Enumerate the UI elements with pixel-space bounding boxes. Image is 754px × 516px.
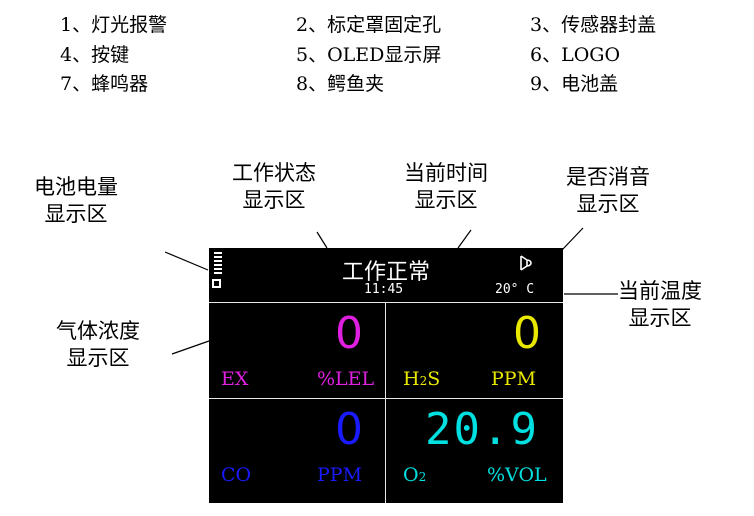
gas-name-sub: 2 bbox=[418, 470, 427, 484]
callout-current-time-line2: 显示区 bbox=[414, 188, 478, 212]
legend-item-1: 1、灯光报警 bbox=[60, 14, 168, 36]
divider-middle bbox=[209, 398, 563, 399]
leader-current-time bbox=[457, 229, 472, 249]
status-bar: 工作正常 11:45 20° C bbox=[209, 248, 563, 301]
callout-mute-line1: 是否消音 bbox=[566, 165, 650, 189]
callout-battery: 电池电量 显示区 bbox=[34, 174, 118, 228]
legend-item-9: 9、电池盖 bbox=[530, 73, 619, 95]
legend-item-7: 7、蜂鸣器 bbox=[60, 73, 149, 95]
gas-cell-o2: 20.9 O2 %VOL bbox=[387, 400, 563, 500]
gas-name-main: O bbox=[403, 464, 419, 486]
gas-cell-ex: 0 EX %LEL bbox=[209, 304, 385, 404]
callout-battery-line1: 电池电量 bbox=[34, 175, 118, 199]
gas-name-main: H bbox=[403, 368, 420, 390]
gas-cell-co: 0 CO PPM bbox=[209, 400, 385, 500]
leader-gas bbox=[171, 340, 210, 355]
callout-temperature: 当前温度 显示区 bbox=[618, 278, 702, 332]
legend-item-5: 5、OLED显示屏 bbox=[296, 44, 442, 66]
current-time-text: 11:45 bbox=[364, 282, 404, 297]
gas-unit: PPM bbox=[491, 368, 537, 390]
gas-name: H2S bbox=[403, 368, 440, 390]
gas-unit: PPM bbox=[317, 464, 363, 486]
callout-mute: 是否消音 显示区 bbox=[566, 164, 650, 218]
gas-unit: %VOL bbox=[487, 464, 547, 486]
battery-icon bbox=[212, 252, 224, 288]
leader-battery bbox=[164, 251, 209, 271]
leader-work-state bbox=[316, 231, 328, 249]
callout-current-time: 当前时间 显示区 bbox=[404, 160, 488, 214]
divider-center bbox=[385, 302, 386, 503]
callout-current-time-line1: 当前时间 bbox=[404, 161, 488, 185]
callout-gas: 气体浓度 显示区 bbox=[56, 318, 140, 372]
leader-mute bbox=[561, 227, 584, 251]
oled-screen: 工作正常 11:45 20° C 0 EX %LEL 0 H2S PPM 0 C… bbox=[209, 248, 563, 503]
temperature-text: 20° C bbox=[495, 282, 535, 297]
callout-temperature-line2: 显示区 bbox=[628, 306, 692, 330]
gas-name-suffix: S bbox=[427, 368, 441, 390]
gas-name: O2 bbox=[403, 464, 426, 486]
callout-mute-line2: 显示区 bbox=[576, 192, 640, 216]
callout-work-state: 工作状态 显示区 bbox=[232, 160, 316, 214]
callout-battery-line2: 显示区 bbox=[44, 202, 108, 226]
gas-name-sub: 2 bbox=[419, 374, 428, 388]
work-state-text: 工作正常 bbox=[341, 260, 430, 285]
callout-gas-line1: 气体浓度 bbox=[56, 319, 140, 343]
legend-item-6: 6、LOGO bbox=[530, 44, 621, 66]
speaker-icon bbox=[520, 255, 532, 271]
callout-work-state-line1: 工作状态 bbox=[232, 161, 316, 185]
gas-value: 0 bbox=[513, 308, 541, 359]
gas-name: EX bbox=[221, 368, 249, 390]
gas-value: 0 bbox=[335, 404, 363, 455]
divider-top bbox=[209, 302, 563, 303]
legend-item-2: 2、标定罩固定孔 bbox=[296, 14, 442, 36]
gas-value: 20.9 bbox=[425, 404, 539, 455]
callout-temperature-line1: 当前温度 bbox=[618, 279, 702, 303]
gas-unit: %LEL bbox=[317, 368, 375, 390]
gas-value: 0 bbox=[335, 308, 363, 359]
gas-name: CO bbox=[221, 464, 252, 486]
callout-work-state-line2: 显示区 bbox=[242, 188, 306, 212]
legend-item-3: 3、传感器封盖 bbox=[530, 14, 657, 36]
gas-cell-h2s: 0 H2S PPM bbox=[387, 304, 563, 404]
legend-item-8: 8、鳄鱼夹 bbox=[296, 73, 385, 95]
legend-item-4: 4、按键 bbox=[60, 44, 130, 66]
callout-gas-line2: 显示区 bbox=[66, 346, 130, 370]
